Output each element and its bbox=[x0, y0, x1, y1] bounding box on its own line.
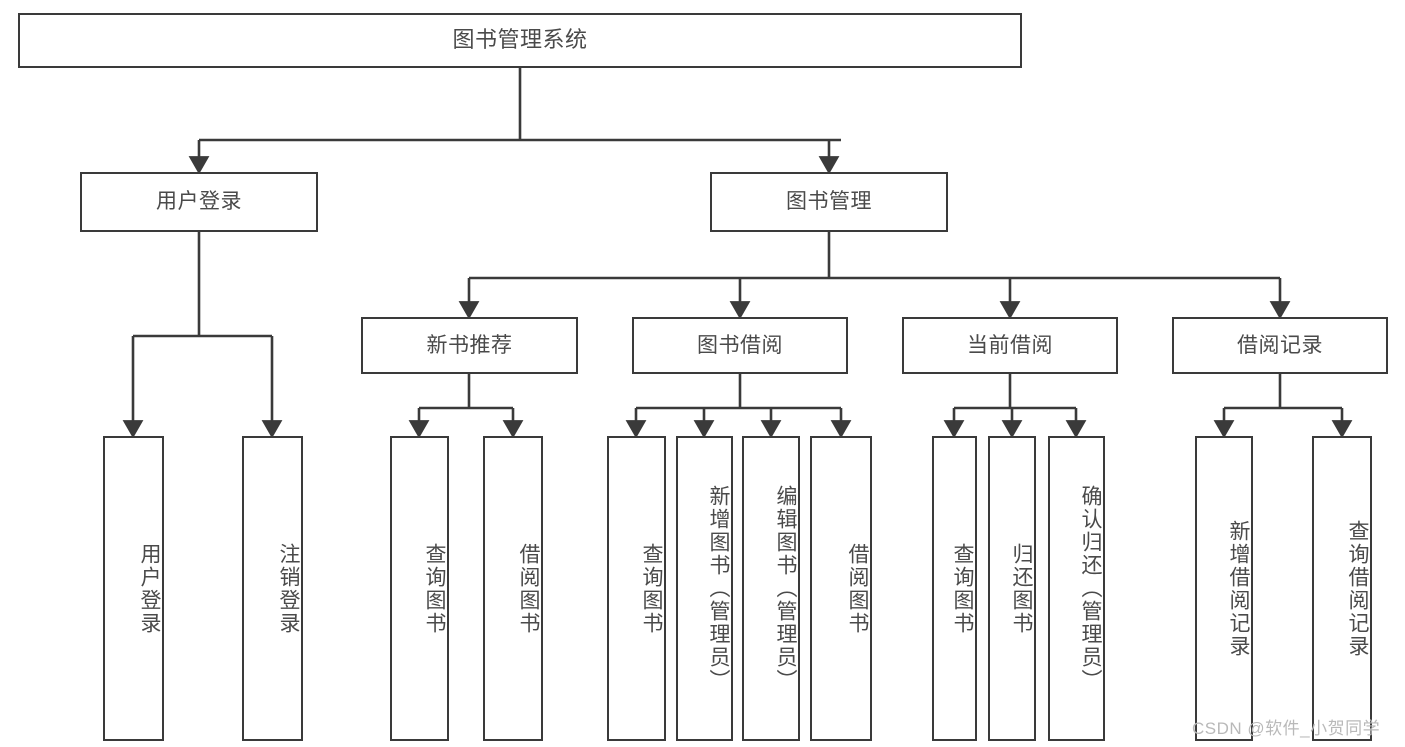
node-user-login[interactable]: 用户登录 bbox=[80, 172, 318, 232]
node-leaf-borrow-book-1[interactable]: 借阅图书 bbox=[483, 436, 543, 741]
node-leaf-add-book-label: 新增图书（管理员） bbox=[707, 485, 730, 692]
node-root[interactable]: 图书管理系统 bbox=[18, 13, 1022, 68]
node-leaf-add-record-label: 新增借阅记录 bbox=[1227, 519, 1250, 658]
node-leaf-query-record-label: 查询借阅记录 bbox=[1346, 519, 1369, 658]
node-leaf-user-logout[interactable]: 注销登录 bbox=[242, 436, 303, 741]
node-borrow-record-label: 借阅记录 bbox=[1237, 333, 1323, 357]
node-leaf-confirm-return[interactable]: 确认归还（管理员） bbox=[1048, 436, 1105, 741]
node-leaf-confirm-return-label: 确认归还（管理员） bbox=[1079, 485, 1102, 692]
node-leaf-add-book[interactable]: 新增图书（管理员） bbox=[676, 436, 733, 741]
node-leaf-query-book-3-label: 查询图书 bbox=[951, 542, 974, 635]
node-book-borrow[interactable]: 图书借阅 bbox=[632, 317, 848, 374]
node-borrow-record[interactable]: 借阅记录 bbox=[1172, 317, 1388, 374]
node-leaf-borrow-book-2-label: 借阅图书 bbox=[846, 542, 869, 635]
node-leaf-add-record[interactable]: 新增借阅记录 bbox=[1195, 436, 1253, 741]
node-book-borrow-label: 图书借阅 bbox=[697, 333, 783, 357]
node-new-book-rec[interactable]: 新书推荐 bbox=[361, 317, 578, 374]
node-leaf-borrow-book-1-label: 借阅图书 bbox=[517, 542, 540, 635]
csdn-watermark-text: CSDN @软件_小贺同学 bbox=[1192, 719, 1381, 738]
node-leaf-edit-book[interactable]: 编辑图书（管理员） bbox=[742, 436, 800, 741]
node-leaf-query-book-3[interactable]: 查询图书 bbox=[932, 436, 977, 741]
node-leaf-return-book-label: 归还图书 bbox=[1010, 542, 1033, 635]
node-book-manage[interactable]: 图书管理 bbox=[710, 172, 948, 232]
node-leaf-return-book[interactable]: 归还图书 bbox=[988, 436, 1036, 741]
node-leaf-edit-book-label: 编辑图书（管理员） bbox=[774, 485, 797, 692]
node-current-borrow-label: 当前借阅 bbox=[967, 333, 1053, 357]
node-book-manage-label: 图书管理 bbox=[786, 190, 872, 214]
node-leaf-query-record[interactable]: 查询借阅记录 bbox=[1312, 436, 1372, 741]
node-leaf-query-book-1[interactable]: 查询图书 bbox=[390, 436, 449, 741]
node-leaf-query-book-1-label: 查询图书 bbox=[423, 542, 446, 635]
node-user-login-label: 用户登录 bbox=[156, 190, 242, 214]
node-current-borrow[interactable]: 当前借阅 bbox=[902, 317, 1118, 374]
node-leaf-borrow-book-2[interactable]: 借阅图书 bbox=[810, 436, 872, 741]
csdn-watermark: CSDN @软件_小贺同学 bbox=[1192, 714, 1380, 739]
node-leaf-query-book-2[interactable]: 查询图书 bbox=[607, 436, 666, 741]
node-root-label: 图书管理系统 bbox=[452, 27, 588, 53]
node-leaf-query-book-2-label: 查询图书 bbox=[640, 542, 663, 635]
node-leaf-user-logout-label: 注销登录 bbox=[277, 542, 300, 635]
node-leaf-user-login-label: 用户登录 bbox=[138, 542, 161, 635]
node-leaf-user-login[interactable]: 用户登录 bbox=[103, 436, 164, 741]
node-new-book-rec-label: 新书推荐 bbox=[426, 333, 513, 357]
